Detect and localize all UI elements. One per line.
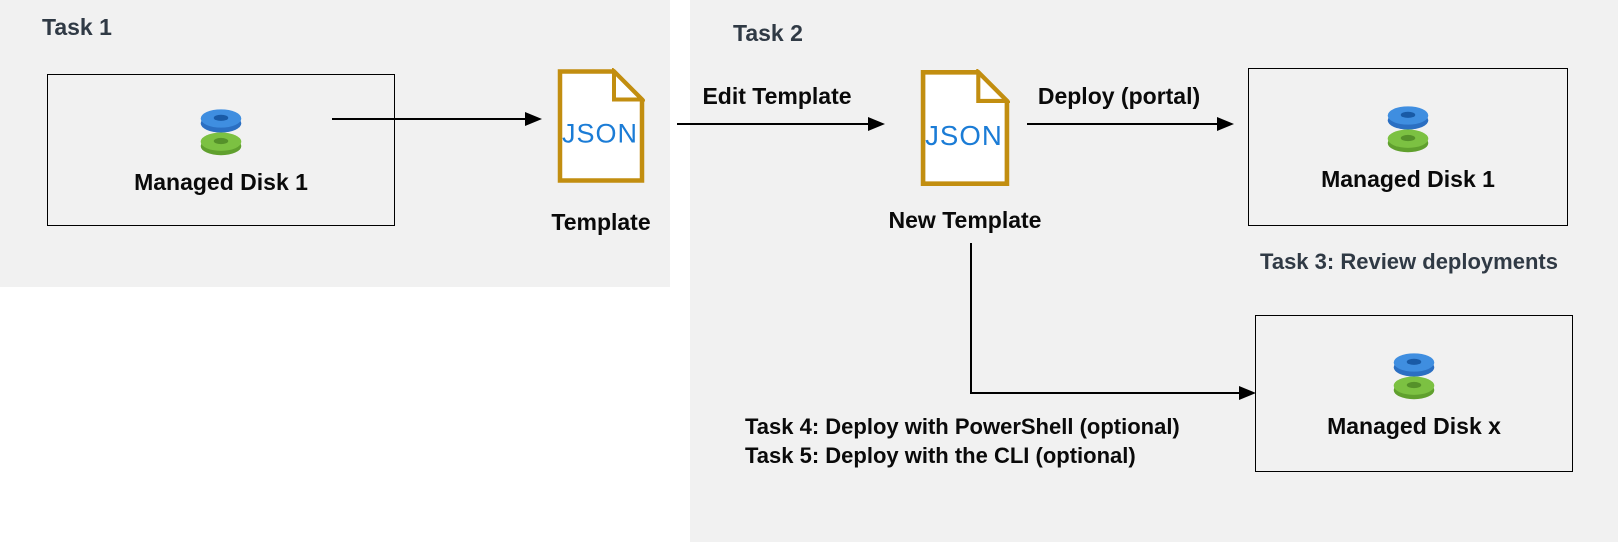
task5-caption: Task 5: Deploy with the CLI (optional): [745, 443, 1136, 468]
deploy-portal-label: Deploy (portal): [1037, 83, 1201, 109]
task2-title: Task 2: [733, 20, 803, 46]
export-arrow: [332, 112, 542, 126]
task3-caption: Task 3: Review deployments: [1260, 249, 1558, 274]
managed-disk-x-label: Managed Disk x: [1327, 412, 1501, 439]
managed-disk-source-label: Managed Disk 1: [134, 169, 308, 195]
json-file-type-label: JSON: [562, 119, 638, 149]
managed-disk-source-box: Managed Disk 1: [47, 74, 395, 226]
edit-template-arrow: [677, 117, 885, 131]
json-file-icon: JSON: [920, 69, 1010, 187]
managed-disk-x-box: Managed Disk x: [1255, 315, 1573, 472]
managed-disk-icon: [1387, 106, 1429, 153]
task2-panel: Task 2: [690, 0, 1618, 542]
task1-title: Task 1: [42, 14, 112, 40]
edit-template-label: Edit Template: [702, 83, 852, 109]
json-file-type-label: JSON: [925, 120, 1003, 151]
managed-disk-deployed-box: Managed Disk 1: [1248, 68, 1568, 226]
task4-caption: Task 4: Deploy with PowerShell (optional…: [745, 414, 1180, 439]
deploy-portal-arrow: [1027, 117, 1234, 131]
template-caption: Template: [551, 209, 651, 235]
deploy-cli-powershell-arrow: [970, 243, 1256, 400]
managed-disk-icon: [1393, 352, 1435, 399]
new-template-caption: New Template: [888, 207, 1042, 233]
managed-disk-deployed-label: Managed Disk 1: [1321, 166, 1495, 192]
task45-caption: Task 4: Deploy with PowerShell (optional…: [745, 412, 1180, 470]
json-file-icon: JSON: [557, 68, 645, 183]
managed-disk-icon: [200, 109, 242, 156]
